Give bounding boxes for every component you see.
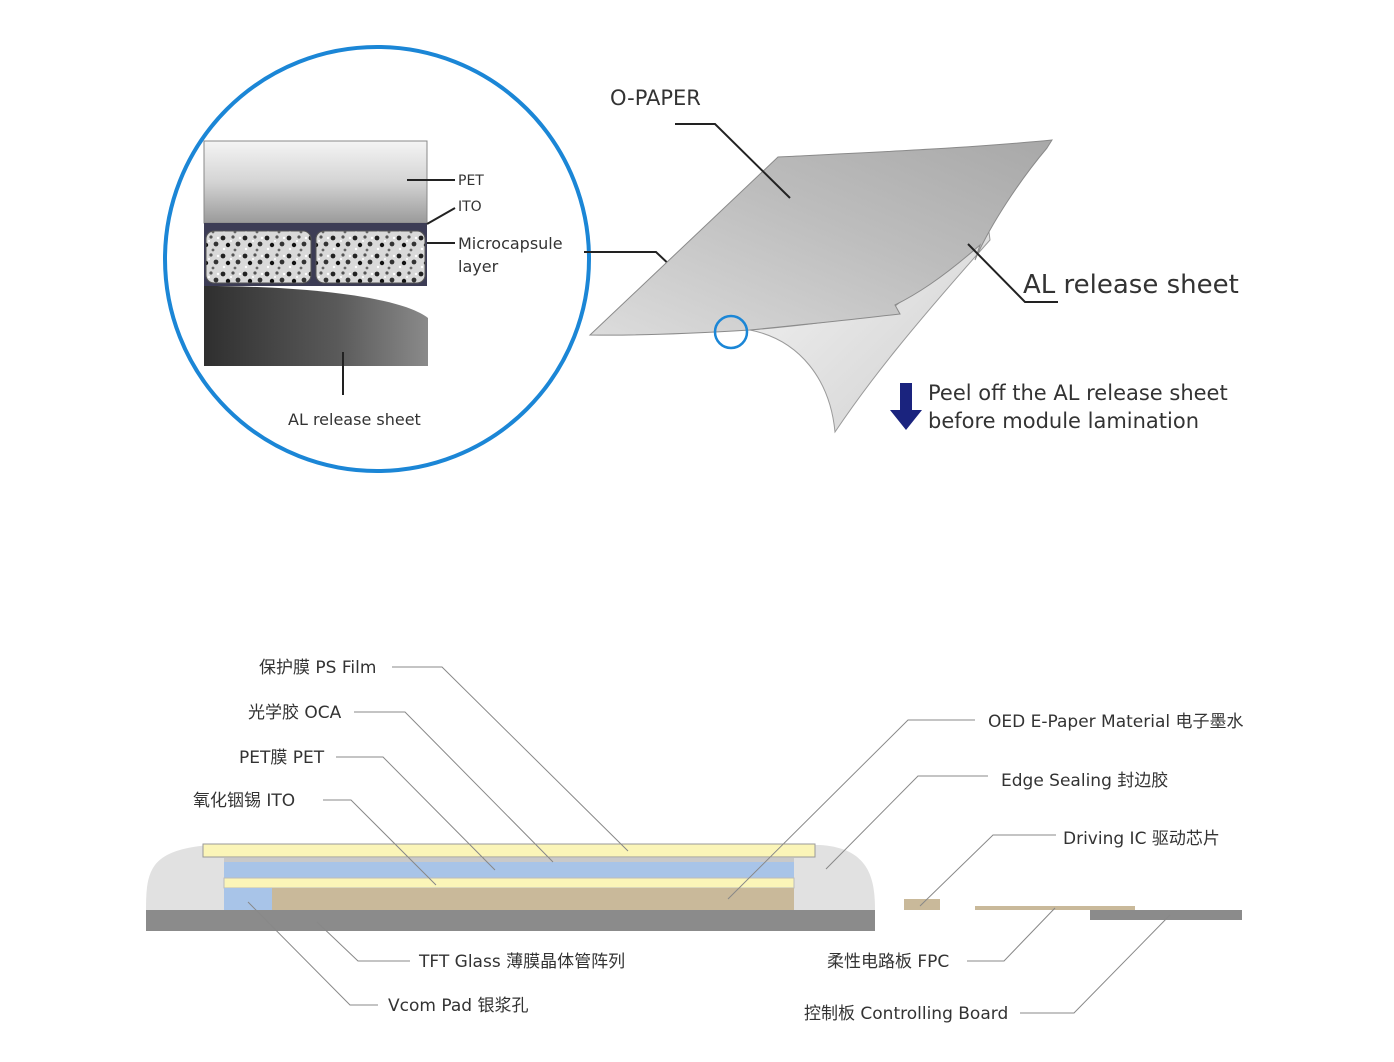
vcom-pad	[224, 888, 272, 910]
ito-label: 氧化铟锡 ITO	[193, 791, 295, 811]
zoom-detail: PET ITO Microcapsule layer AL release sh…	[163, 45, 591, 473]
oed-leader	[727, 719, 975, 900]
pet-layer	[223, 877, 795, 889]
controlling-board-leader	[1020, 914, 1171, 1014]
ito-leader	[426, 207, 456, 225]
microcapsule-cell	[315, 230, 426, 284]
oca-layer-blue	[224, 862, 794, 878]
zoom-microcapsule-label-2: layer	[458, 257, 499, 276]
zoom-al-release-label: AL release sheet	[288, 410, 421, 429]
oed-label: OED E-Paper Material 电子墨水	[988, 712, 1244, 732]
peel-down-arrow-icon	[890, 383, 922, 430]
driving-ic-leader	[919, 834, 1056, 907]
al-release-leader	[967, 243, 1058, 303]
ps-film-label: 保护膜 PS Film	[259, 658, 376, 678]
tft-glass-leader	[316, 921, 410, 962]
ito-leader-line	[323, 799, 437, 886]
tft-glass-label: TFT Glass 薄膜晶体管阵列	[418, 952, 625, 972]
o-paper-leader	[675, 123, 791, 199]
zoom-al-release-sheet	[204, 286, 428, 366]
microcapsule-cell	[205, 230, 312, 284]
pet-label: PET膜 PET	[239, 748, 325, 768]
fpc-label: 柔性电路板 FPC	[827, 952, 949, 972]
edge-sealing-label: Edge Sealing 封边胶	[1001, 771, 1168, 791]
ps-film-layer	[202, 843, 816, 858]
o-paper-label: O-PAPER	[610, 86, 701, 110]
peel-instruction-line2: before module lamination	[928, 409, 1199, 433]
o-paper-sheet	[588, 139, 1053, 336]
pet-leader-line	[336, 756, 496, 871]
oca-leader	[354, 711, 554, 863]
fpc-leader	[967, 907, 1056, 962]
peel-instruction-line1: Peel off the AL release sheet	[928, 381, 1228, 405]
zoom-pet-label: PET	[458, 173, 484, 189]
module-cross-section: 保护膜 PS Film 光学胶 OCA PET膜 PET 氧化铟锡 ITO OE…	[146, 658, 1244, 1024]
vcom-pad-label: Vcom Pad 银浆孔	[388, 996, 528, 1016]
zoom-ito-layer	[204, 223, 427, 228]
al-release-label: AL release sheet	[1023, 270, 1239, 300]
oca-label: 光学胶 OCA	[248, 703, 342, 723]
edge-sealing-leader	[825, 775, 988, 870]
zoom-microcapsule-label: Microcapsule	[458, 234, 563, 253]
oed-layer	[272, 888, 794, 910]
zoom-pet-layer	[203, 140, 428, 224]
zoom-ring	[713, 314, 749, 350]
controlling-board	[1090, 910, 1242, 920]
tft-glass-layer	[146, 910, 875, 931]
oca-layer	[224, 858, 794, 862]
ps-film-leader	[392, 666, 629, 852]
zoom-ito-label: ITO	[458, 199, 482, 215]
vcom-pad-leader	[247, 901, 378, 1006]
driving-ic-label: Driving IC 驱动芯片	[1063, 829, 1220, 849]
o-paper-illustration: O-PAPER AL release sheet Peel off the AL…	[588, 86, 1239, 434]
controlling-board-label: 控制板 Controlling Board	[804, 1004, 1008, 1024]
